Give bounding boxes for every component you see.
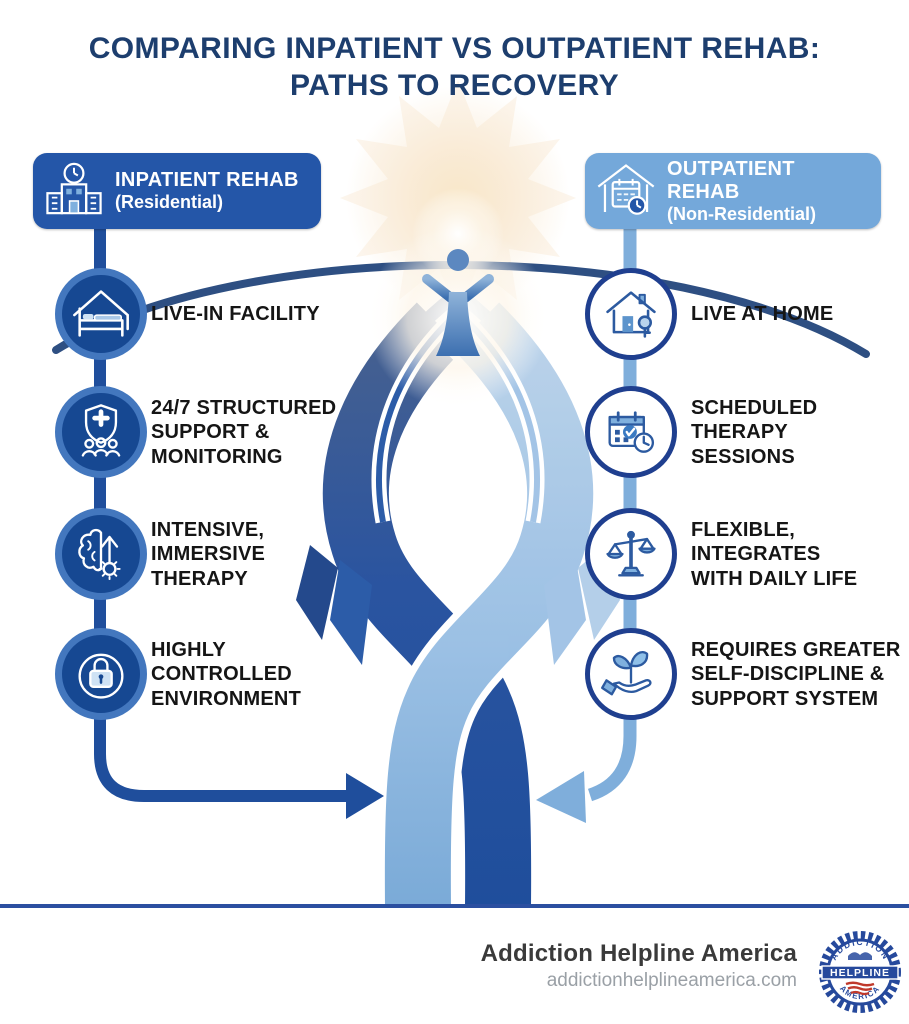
outpatient-item-label: SCHEDULED THERAPY SESSIONS bbox=[691, 397, 818, 468]
title-line-1: COMPARING INPATIENT VS OUTPATIENT REHAB: bbox=[88, 32, 821, 65]
house-key-icon bbox=[606, 291, 656, 338]
person-figure bbox=[422, 249, 494, 356]
seal-stripe bbox=[847, 986, 873, 991]
outpatient-item-circle bbox=[585, 386, 677, 478]
inpatient-item-label: LIVE-IN FACILITY bbox=[151, 303, 320, 325]
addiction-helpline-america-seal-logo: ADDICTION AMERICA HELPLINE bbox=[819, 931, 901, 1013]
seal-emblem-graphic bbox=[848, 952, 872, 960]
hospital-building-clock-icon bbox=[46, 162, 102, 215]
website-url[interactable]: addictionhelplineamerica.com bbox=[546, 970, 797, 991]
calendar-check-clock-icon bbox=[608, 411, 655, 453]
outpatient-item-circle bbox=[585, 268, 677, 360]
seal-stripe bbox=[850, 990, 870, 996]
seal-stripe bbox=[845, 981, 875, 987]
seal-banner bbox=[821, 965, 899, 980]
outpatient-item-circle bbox=[585, 508, 677, 600]
balance-scale-icon bbox=[606, 530, 656, 577]
brain-gear-growth-icon bbox=[78, 528, 121, 581]
outpatient-item-circle bbox=[585, 628, 677, 720]
outpatient-timeline-arrow bbox=[536, 222, 637, 823]
inpatient-item-circle bbox=[55, 628, 147, 720]
house-calendar-clock-icon bbox=[597, 164, 655, 215]
inpatient-item-label: HIGHLY CONTROLLED ENVIRONMENT bbox=[151, 639, 301, 710]
footer-divider bbox=[0, 904, 909, 908]
inpatient-item-circle bbox=[55, 508, 147, 600]
inpatient-item-label: 24/7 STRUCTURED SUPPORT & MONITORING bbox=[151, 397, 337, 468]
outpatient-header-title: OUTPATIENT REHAB bbox=[667, 157, 795, 203]
title-line-2: PATHS TO RECOVERY bbox=[289, 68, 620, 102]
shield-cross-people-icon bbox=[81, 404, 121, 457]
outpatient-header-badge: OUTPATIENT REHAB (Non-Residential) bbox=[585, 153, 881, 229]
seal-middle-text: HELPLINE bbox=[830, 967, 890, 979]
inpatient-item-label: INTENSIVE, IMMERSIVE THERAPY bbox=[151, 519, 266, 590]
inpatient-header-badge: INPATIENT REHAB (Residential) bbox=[33, 153, 321, 229]
outpatient-header-subtitle: (Non-Residential) bbox=[667, 203, 817, 224]
outpatient-item-label: LIVE AT HOME bbox=[691, 303, 834, 325]
brand-name: Addiction Helpline America bbox=[480, 940, 797, 967]
padlock-icon bbox=[78, 653, 124, 699]
footer-text-block: Addiction Helpline America addictionhelp… bbox=[481, 940, 797, 992]
inpatient-item-circle bbox=[55, 268, 147, 360]
inpatient-item-circle bbox=[55, 386, 147, 478]
inpatient-header-subtitle: (Residential) bbox=[115, 192, 224, 212]
inpatient-header-title: INPATIENT REHAB bbox=[115, 169, 299, 191]
inpatient-timeline-arrow bbox=[94, 222, 384, 819]
bed-in-house-icon bbox=[73, 290, 129, 337]
outpatient-item-label: REQUIRES GREATER SELF-DISCIPLINE & SUPPO… bbox=[691, 639, 901, 710]
outpatient-item-label: FLEXIBLE, INTEGRATES WITH DAILY LIFE bbox=[691, 519, 858, 590]
hand-seedling-icon bbox=[601, 650, 652, 696]
page-title: COMPARING INPATIENT VS OUTPATIENT REHAB:… bbox=[0, 31, 909, 105]
